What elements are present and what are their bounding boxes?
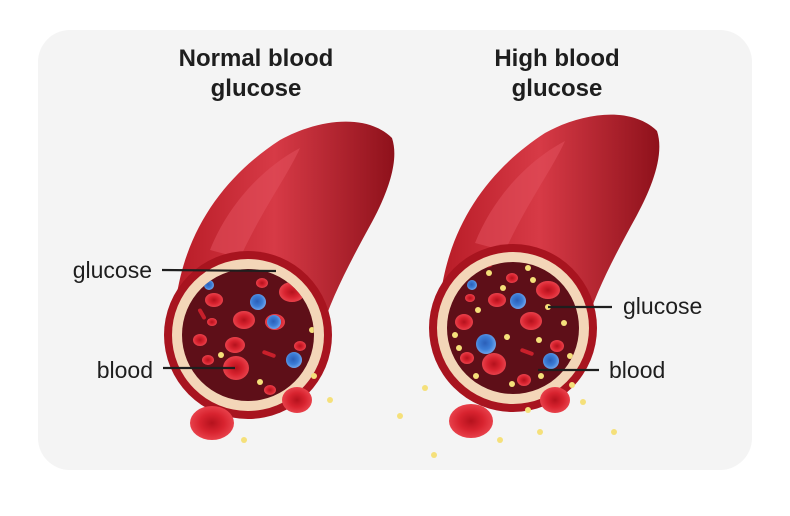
cells-normal: [193, 269, 314, 395]
white-blood-cell: [543, 353, 559, 369]
red-blood-cell: [207, 318, 217, 326]
red-blood-cell: [460, 352, 474, 364]
glucose-dot: [456, 345, 462, 351]
glucose-dot: [567, 353, 573, 359]
heading-high-line2: glucose: [512, 75, 603, 102]
glucose-label-high: glucose: [623, 293, 702, 319]
glucose-dot: [536, 337, 542, 343]
glucose-dot: [530, 277, 536, 283]
red-blood-cell: [520, 312, 542, 330]
red-blood-cell: [233, 311, 255, 329]
blood-label-normal: blood: [97, 357, 153, 383]
glucose-dot: [311, 373, 317, 379]
red-blood-cell: [540, 387, 570, 413]
glucose-dot: [497, 437, 503, 443]
glucose-dot: [569, 382, 575, 388]
red-blood-cell: [190, 406, 234, 440]
glucose-dot: [309, 327, 314, 333]
glucose-dot: [538, 373, 544, 379]
glucose-dot: [327, 397, 333, 403]
white-blood-cell: [510, 293, 526, 309]
glucose-dot: [473, 373, 479, 379]
red-blood-cell: [193, 334, 207, 346]
glucose-dot: [218, 352, 224, 358]
panel-normal: Normal blood glucose: [73, 45, 395, 443]
red-blood-cell: [449, 404, 493, 438]
red-blood-cell: [506, 273, 518, 283]
red-blood-cell: [536, 281, 560, 299]
glucose-label-normal: glucose: [73, 257, 152, 283]
red-blood-cell: [223, 356, 249, 380]
glucose-dot: [504, 334, 510, 340]
red-blood-cell: [465, 294, 475, 302]
glucose-dot: [397, 413, 403, 419]
red-blood-cell: [550, 340, 564, 352]
glucose-dot: [500, 285, 506, 291]
white-blood-cell: [250, 294, 266, 310]
red-blood-cell: [225, 337, 245, 353]
glucose-dot: [561, 320, 567, 326]
glucose-dot: [525, 407, 531, 413]
glucose-dot: [525, 265, 531, 271]
heading-normal-line1: Normal blood: [179, 45, 334, 72]
vessel-highlight-high: [475, 141, 565, 251]
red-blood-cell: [205, 293, 223, 307]
red-blood-cell: [294, 341, 306, 351]
glucose-dot: [580, 399, 586, 405]
heading-high-line1: High blood: [494, 45, 619, 72]
red-blood-cell: [520, 348, 534, 356]
white-blood-cell: [476, 334, 496, 354]
glucose-dot: [241, 437, 247, 443]
cells-high: [452, 263, 573, 387]
panel-high: High blood glucose: [397, 45, 702, 458]
card-background: [38, 30, 752, 470]
vessel-highlight-normal: [210, 148, 300, 258]
heading-normal-line2: glucose: [211, 75, 302, 102]
red-blood-cell: [198, 308, 206, 320]
glucose-dot: [257, 379, 263, 385]
glucose-dot: [509, 381, 515, 387]
white-blood-cell: [467, 280, 477, 290]
red-blood-cell: [482, 353, 506, 375]
glucose-dot: [537, 429, 543, 435]
glucose-dot: [431, 452, 437, 458]
glucose-dot: [486, 270, 492, 276]
red-blood-cell: [262, 350, 276, 358]
red-blood-cell: [488, 293, 506, 307]
red-blood-cell: [517, 374, 531, 386]
red-blood-cell: [455, 314, 473, 330]
glucose-leader-line-normal: [161, 268, 277, 273]
blood-label-high: blood: [609, 357, 665, 383]
glucose-dot: [452, 332, 458, 338]
red-blood-cell: [256, 278, 268, 288]
white-blood-cell: [267, 315, 281, 329]
red-blood-cell: [282, 387, 312, 413]
glucose-dot: [475, 307, 481, 313]
glucose-dot: [611, 429, 617, 435]
glucose-dot: [422, 385, 428, 391]
white-blood-cell: [286, 352, 302, 368]
red-blood-cell: [264, 385, 276, 395]
red-blood-cell: [202, 355, 214, 365]
